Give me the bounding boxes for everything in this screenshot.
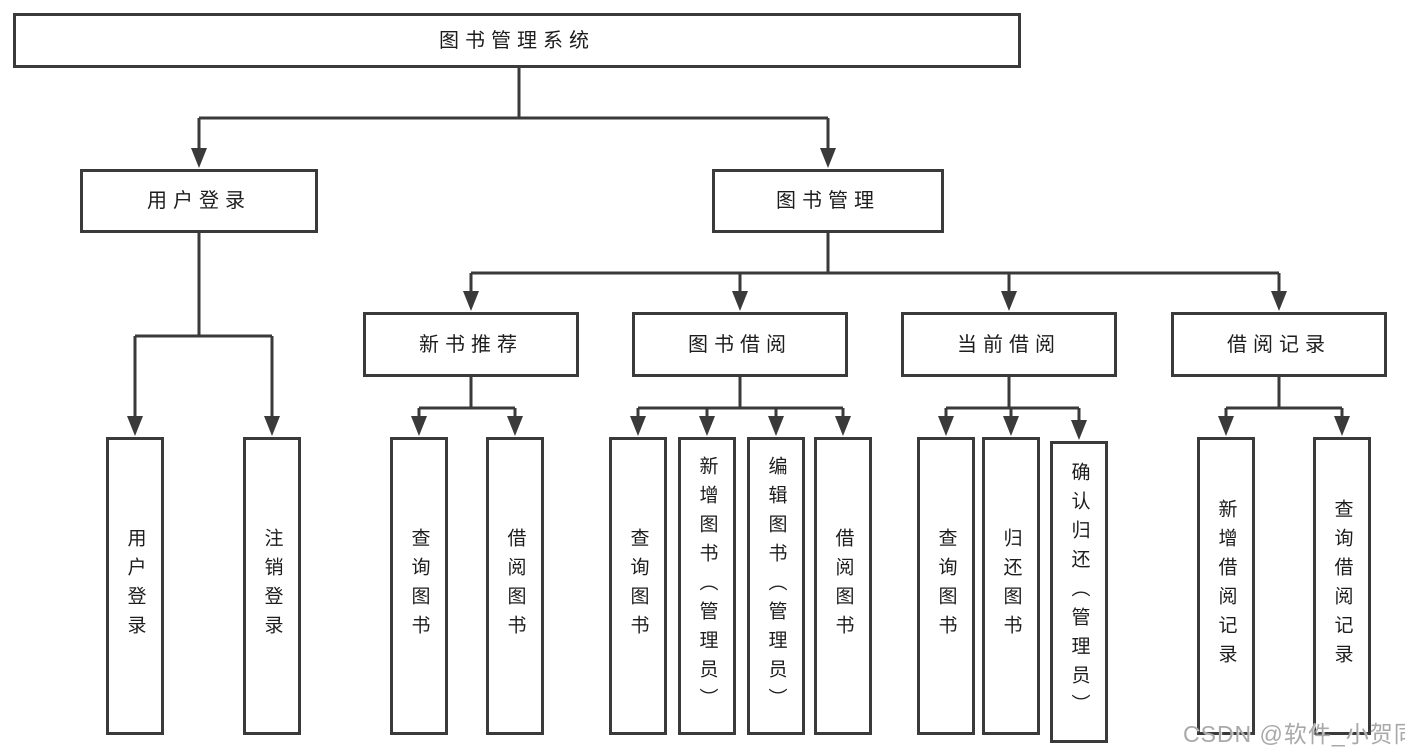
- node-label: 用户登录: [124, 528, 146, 644]
- leaf-query-borrow-record: 查询借阅记录: [1313, 437, 1371, 735]
- node-label: 图书管理: [776, 190, 880, 212]
- node-label: 查询借阅记录: [1331, 499, 1353, 673]
- leaf-borrow-book-recommend: 借阅图书: [486, 437, 544, 735]
- node-current-borrow: 当前借阅: [901, 312, 1117, 377]
- leaf-edit-book-admin: 编辑图书（管理员）: [747, 437, 805, 735]
- leaf-user-login: 用户登录: [106, 437, 164, 735]
- leaf-confirm-return-admin: 确认归还（管理员）: [1050, 441, 1108, 743]
- node-label: 新增借阅记录: [1215, 499, 1237, 673]
- node-book-management: 图书管理: [712, 169, 944, 233]
- node-label: 确认归还（管理员）: [1068, 461, 1090, 723]
- node-user-login: 用户登录: [80, 169, 318, 233]
- node-label: 用户登录: [147, 190, 251, 212]
- node-label: 借阅图书: [504, 528, 526, 644]
- node-label: 查询图书: [408, 528, 430, 644]
- node-label: 图书借阅: [688, 333, 792, 356]
- leaf-query-book-borrow: 查询图书: [609, 437, 667, 735]
- node-new-book-recommend: 新书推荐: [363, 312, 579, 377]
- leaf-query-book-current: 查询图书: [917, 437, 975, 735]
- node-label: 归还图书: [1000, 528, 1022, 644]
- node-label: 当前借阅: [957, 333, 1061, 356]
- node-label: 新书推荐: [419, 333, 523, 356]
- node-label: 新增图书（管理员）: [696, 455, 718, 717]
- csdn-watermark: CSDN @软件_小贺同学: [1183, 721, 1405, 747]
- leaf-return-book: 归还图书: [982, 437, 1040, 735]
- leaf-add-borrow-record: 新增借阅记录: [1197, 437, 1255, 735]
- node-label: 查询图书: [627, 528, 649, 644]
- node-library-management-system: 图书管理系统: [13, 13, 1021, 68]
- node-label: 编辑图书（管理员）: [765, 455, 787, 717]
- node-label: 借阅图书: [832, 528, 854, 644]
- node-label: 注销登录: [261, 528, 283, 644]
- leaf-add-book-admin: 新增图书（管理员）: [678, 437, 736, 735]
- node-label: 借阅记录: [1227, 333, 1331, 356]
- node-book-borrow: 图书借阅: [632, 312, 848, 377]
- node-borrow-records: 借阅记录: [1171, 312, 1387, 377]
- leaf-logout: 注销登录: [243, 437, 301, 735]
- node-label: 图书管理系统: [439, 29, 595, 52]
- node-label: 查询图书: [935, 528, 957, 644]
- leaf-query-book-recommend: 查询图书: [390, 437, 448, 735]
- leaf-borrow-book: 借阅图书: [814, 437, 872, 735]
